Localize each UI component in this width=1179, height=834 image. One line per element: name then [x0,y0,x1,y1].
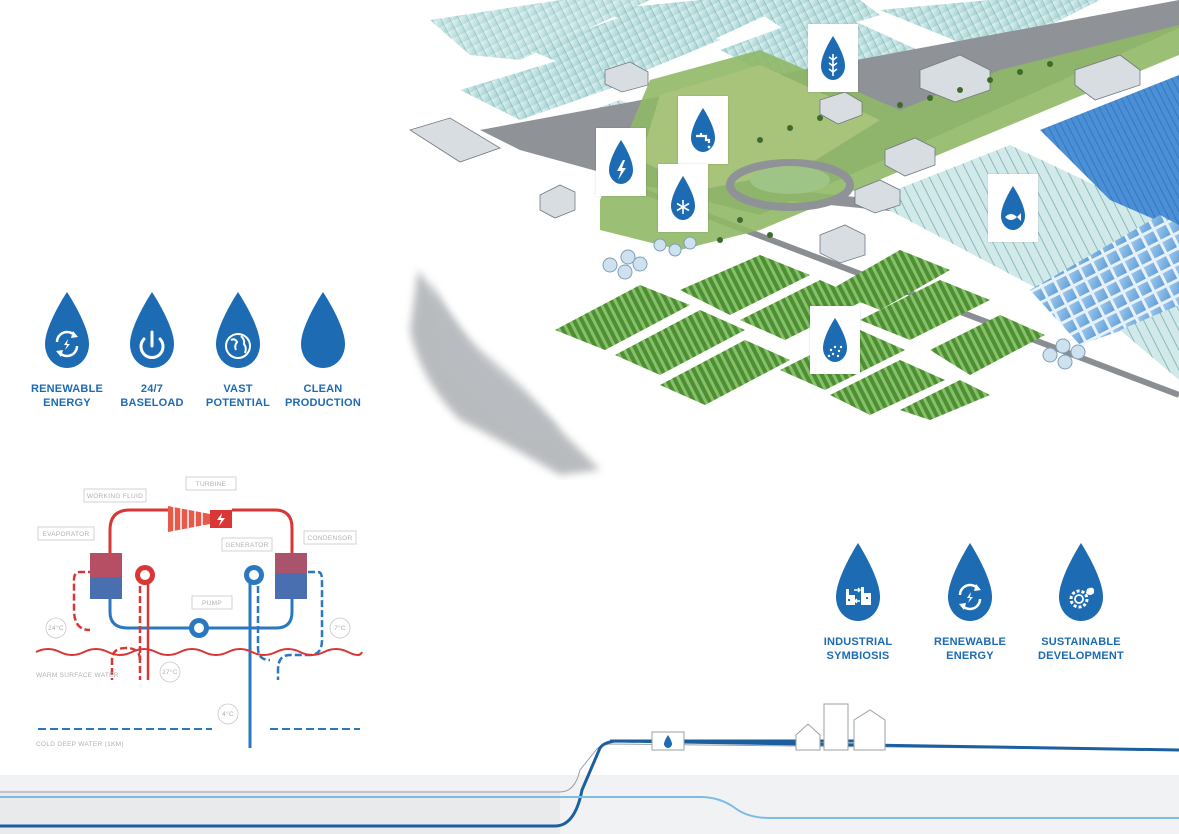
otec-cycle-diagram: TURBINE WORKING FLUID EVAPORATOR GENERAT… [35,476,363,748]
fish-icon [1001,186,1025,230]
map-badge-fish [988,174,1038,242]
temp-deep-label: 4°C [222,710,234,718]
coastal-profile [0,703,1179,834]
power-icon [130,292,174,368]
temp-left-label: 24°C [48,624,64,632]
temp-surface-label: 27°C [162,668,178,676]
evaporator-label: EVAPORATOR [42,531,89,538]
map-badge-lightning [596,128,646,196]
salt-icon [823,318,847,362]
renewable-cycle-icon-2 [948,543,992,621]
drop-icon [301,292,345,368]
globe-icon [216,292,260,368]
map-badge-salt [810,306,860,374]
turbine-label: TURBINE [196,481,227,488]
cold-deep-water-label: COLD DEEP WATER (1KM) [36,741,124,748]
map-badge-wheat [808,24,858,92]
renewable-cycle-icon [45,292,89,368]
map-badge-snowflake [658,164,708,232]
industry-icon [836,543,880,621]
gear-leaf-icon [1059,543,1103,621]
wheat-icon [821,36,845,80]
pump-label: PUMP [202,600,222,607]
map-badge-faucet [678,96,728,164]
working-fluid-label: WORKING FLUID [87,493,143,500]
lightning-icon [609,140,633,184]
faucet-icon [691,108,715,152]
temp-right-label: 7°C [334,624,346,632]
warm-surface-water-label: WARM SURFACE WATER [36,672,119,679]
condensor-label: CONDENSOR [308,535,353,542]
generator-label: GENERATOR [225,542,268,549]
snowflake-icon [671,176,695,220]
